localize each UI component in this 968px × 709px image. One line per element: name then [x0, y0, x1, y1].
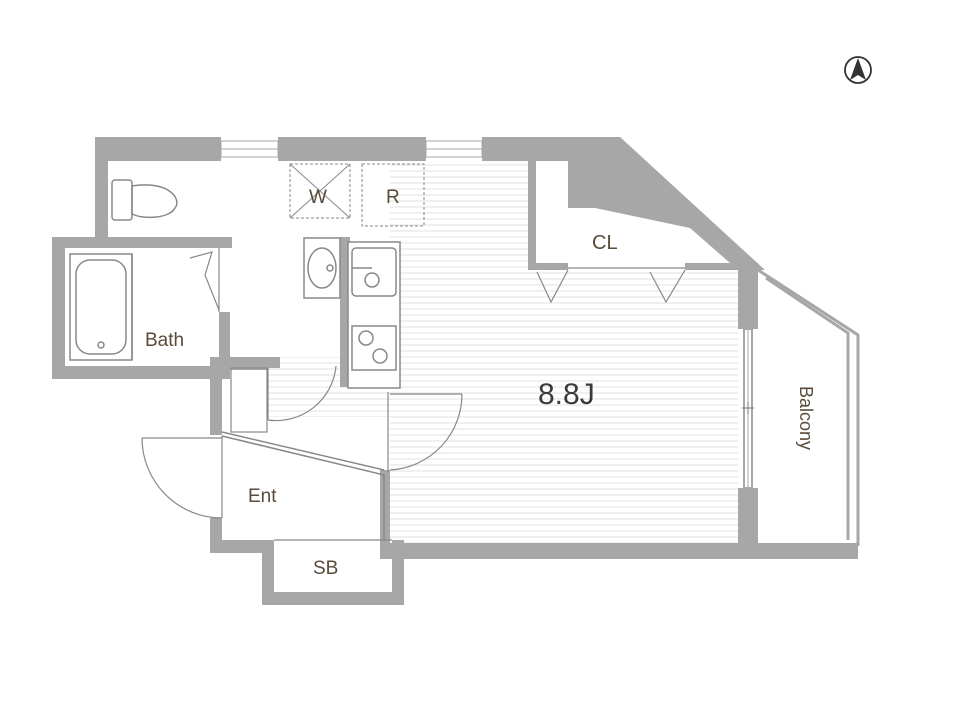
main-room-flooring: [268, 160, 738, 544]
refrigerator-space: [361, 163, 425, 227]
walls: [52, 137, 858, 605]
balcony-railing: [757, 268, 860, 546]
toilet-icon: [111, 179, 178, 221]
hall-door[interactable]: [267, 365, 337, 422]
entrance-step: [221, 431, 385, 540]
wash-basin-icon: [303, 237, 341, 299]
closet-doors: [536, 267, 686, 304]
washer-space: [289, 163, 351, 219]
washer-label: W: [309, 187, 327, 208]
utility-box: [230, 367, 268, 433]
main-room-label: 8.8J: [538, 378, 595, 411]
entrance-label: Ent: [248, 486, 277, 507]
balcony-label: Balcony: [796, 386, 816, 450]
bathtub-icon: [69, 253, 133, 361]
north-arrow-icon: [844, 56, 872, 84]
shoe-box-label: SB: [313, 558, 338, 579]
bath-label: Bath: [145, 330, 184, 351]
balcony-door[interactable]: [742, 402, 754, 414]
closet-label: CL: [592, 232, 618, 254]
bath-door[interactable]: [189, 248, 220, 312]
kitchen-counter: [347, 241, 401, 389]
entrance-door[interactable]: [141, 436, 223, 519]
refrigerator-label: R: [386, 187, 400, 208]
main-room-door[interactable]: [387, 392, 463, 472]
